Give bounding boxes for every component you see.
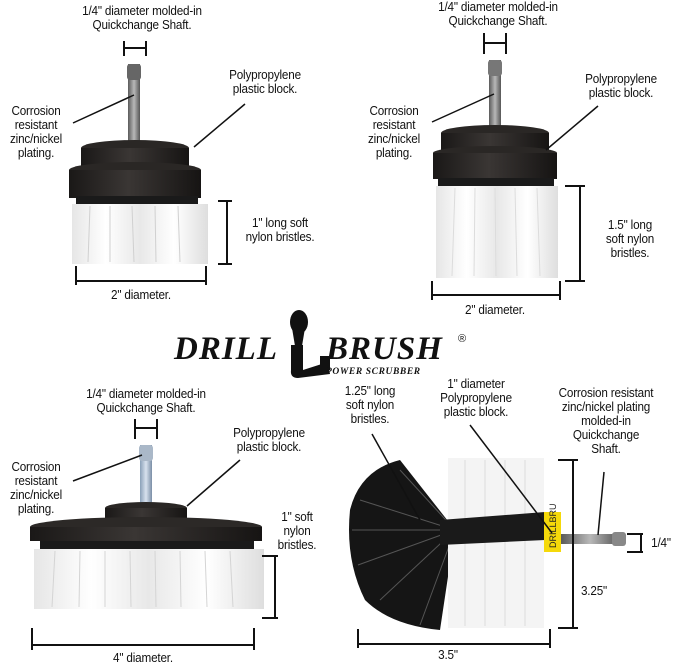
b2-block-label: Polypropylene plastic block. xyxy=(585,71,657,100)
b4-height-label: 3.25" xyxy=(580,583,608,598)
logo-brand-left: DRILL xyxy=(174,331,278,367)
b4-shaft-width-label: 1/4" xyxy=(651,535,671,550)
logo-brand-right: BRUSH xyxy=(326,331,443,367)
brush-4in-graphic xyxy=(30,445,264,609)
dimension-lines xyxy=(31,33,643,650)
brush-2in-short-graphic xyxy=(69,64,208,264)
b4-bristle-label: 1.25" long soft nylon bristles. xyxy=(344,383,396,426)
b3-diameter-label: 4" diameter. xyxy=(113,650,173,665)
b3-shaft-label: 1/4" diameter molded-in Quickchange Shaf… xyxy=(86,386,206,415)
b1-diameter-label: 2" diameter. xyxy=(111,287,171,302)
b1-bristle-label: 1" long soft nylon bristles. xyxy=(245,215,315,244)
b3-bristle-label: 1" soft nylon bristles. xyxy=(277,509,317,552)
logo-drill-icon xyxy=(290,310,330,378)
b1-shaft-label: 1/4" diameter molded-in Quickchange Shaf… xyxy=(82,3,202,32)
logo-tagline: POWER SCRUBBER xyxy=(326,367,421,377)
b4-plating-label: Corrosion resistant zinc/nickel plating … xyxy=(558,385,654,456)
b1-block-label: Polypropylene plastic block. xyxy=(229,67,301,96)
svg-text:DRILLBRU: DRILLBRU xyxy=(548,503,558,548)
b2-diameter-label: 2" diameter. xyxy=(465,302,525,317)
b4-width-label: 3.5" xyxy=(438,647,458,662)
b2-bristle-label: 1.5" long soft nylon bristles. xyxy=(605,217,655,260)
b4-block-label: 1" diameter Polypropylene plastic block. xyxy=(440,376,512,419)
b3-plating-label: Corrosion resistant zinc/nickel plating. xyxy=(9,459,63,516)
b2-shaft-label: 1/4" diameter molded-in Quickchange Shaf… xyxy=(438,0,558,28)
b3-block-label: Polypropylene plastic block. xyxy=(233,425,305,454)
b1-plating-label: Corrosion resistant zinc/nickel plating. xyxy=(9,103,63,160)
brush-cone-graphic: DRILLBRU xyxy=(349,458,626,630)
brush-2in-long-graphic xyxy=(433,60,558,278)
b2-plating-label: Corrosion resistant zinc/nickel plating. xyxy=(367,103,421,160)
logo-registered-mark: ® xyxy=(458,333,467,345)
